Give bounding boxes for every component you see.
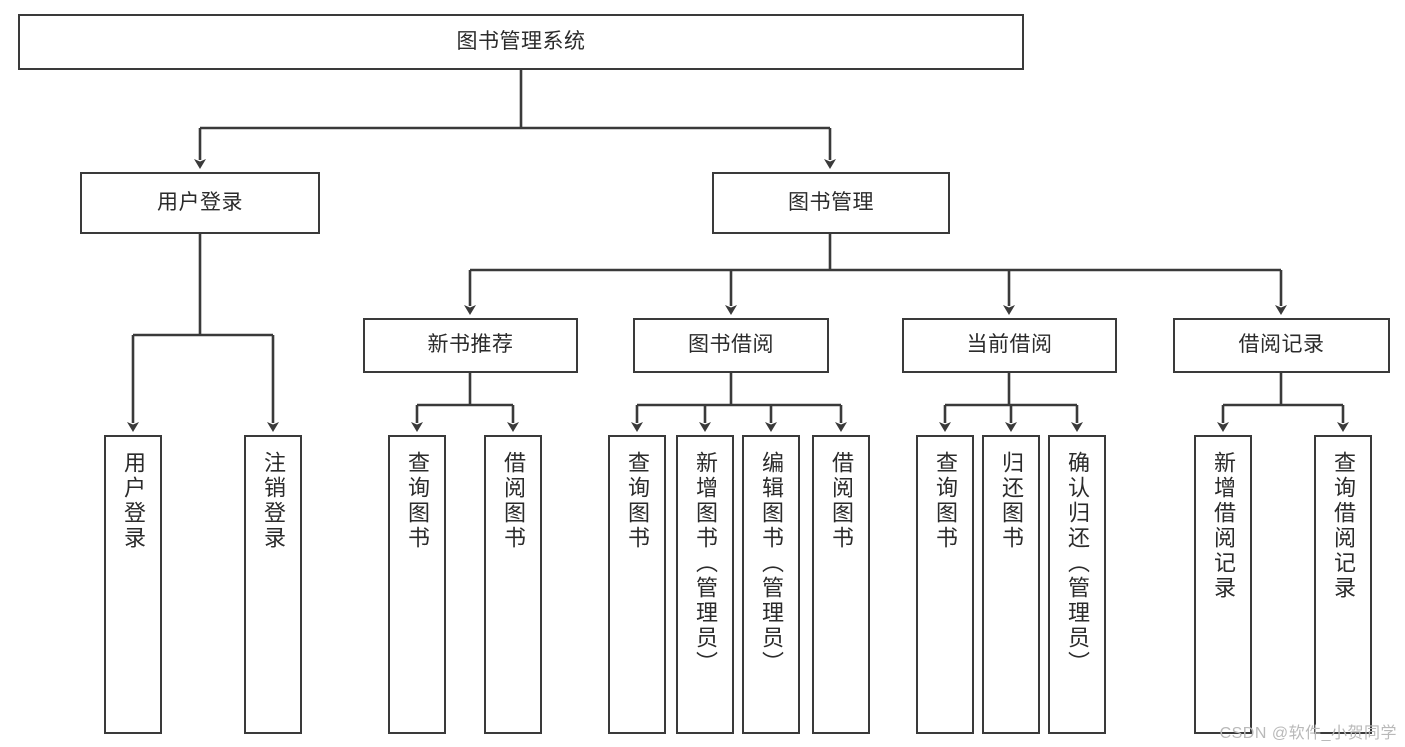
node-leaf-query-book-2[interactable]: 查询图书 [608, 435, 666, 734]
node-leaf-return-book[interactable]: 归还图书 [982, 435, 1040, 734]
node-leaf-query-record[interactable]: 查询借阅记录 [1314, 435, 1372, 734]
node-leaf-edit-book-label: 编辑图书（管理员） [759, 451, 784, 676]
node-leaf-user-login[interactable]: 用户登录 [104, 435, 162, 734]
node-borrow-record-label: 借阅记录 [1238, 333, 1325, 357]
node-leaf-query-book-3-label: 查询图书 [933, 451, 958, 551]
node-leaf-borrow-book-1-label: 借阅图书 [501, 451, 526, 551]
node-leaf-confirm-return[interactable]: 确认归还（管理员） [1048, 435, 1106, 734]
node-leaf-confirm-return-label: 确认归还（管理员） [1065, 451, 1090, 676]
node-leaf-borrow-book-1[interactable]: 借阅图书 [484, 435, 542, 734]
node-leaf-user-logout[interactable]: 注销登录 [244, 435, 302, 734]
node-leaf-add-book-label: 新增图书（管理员） [693, 451, 718, 676]
node-user-login-label: 用户登录 [157, 190, 243, 214]
node-leaf-add-record-label: 新增借阅记录 [1211, 451, 1236, 601]
node-book-manage-label: 图书管理 [788, 190, 874, 214]
node-root-label: 图书管理系统 [456, 29, 586, 53]
node-leaf-return-book-label: 归还图书 [999, 451, 1024, 551]
node-leaf-edit-book[interactable]: 编辑图书（管理员） [742, 435, 800, 734]
node-book-borrow[interactable]: 图书借阅 [633, 318, 829, 373]
watermark: CSDN @软件_小贺同学 [1219, 725, 1397, 742]
node-book-manage[interactable]: 图书管理 [712, 172, 950, 234]
node-leaf-borrow-book-2-label: 借阅图书 [829, 451, 854, 551]
node-book-borrow-label: 图书借阅 [688, 333, 774, 357]
node-new-book-recommend-label: 新书推荐 [427, 333, 514, 357]
node-leaf-user-login-label: 用户登录 [121, 451, 146, 551]
node-leaf-borrow-book-2[interactable]: 借阅图书 [812, 435, 870, 734]
node-leaf-add-record[interactable]: 新增借阅记录 [1194, 435, 1252, 734]
node-new-book-recommend[interactable]: 新书推荐 [363, 318, 578, 373]
node-leaf-query-book-1[interactable]: 查询图书 [388, 435, 446, 734]
node-leaf-user-logout-label: 注销登录 [261, 451, 286, 551]
node-root[interactable]: 图书管理系统 [18, 14, 1024, 70]
node-leaf-add-book[interactable]: 新增图书（管理员） [676, 435, 734, 734]
node-leaf-query-record-label: 查询借阅记录 [1331, 451, 1356, 601]
node-current-borrow-label: 当前借阅 [966, 333, 1053, 357]
node-user-login[interactable]: 用户登录 [80, 172, 320, 234]
node-leaf-query-book-2-label: 查询图书 [625, 451, 650, 551]
node-borrow-record[interactable]: 借阅记录 [1173, 318, 1390, 373]
node-current-borrow[interactable]: 当前借阅 [902, 318, 1117, 373]
node-leaf-query-book-3[interactable]: 查询图书 [916, 435, 974, 734]
node-leaf-query-book-1-label: 查询图书 [405, 451, 430, 551]
